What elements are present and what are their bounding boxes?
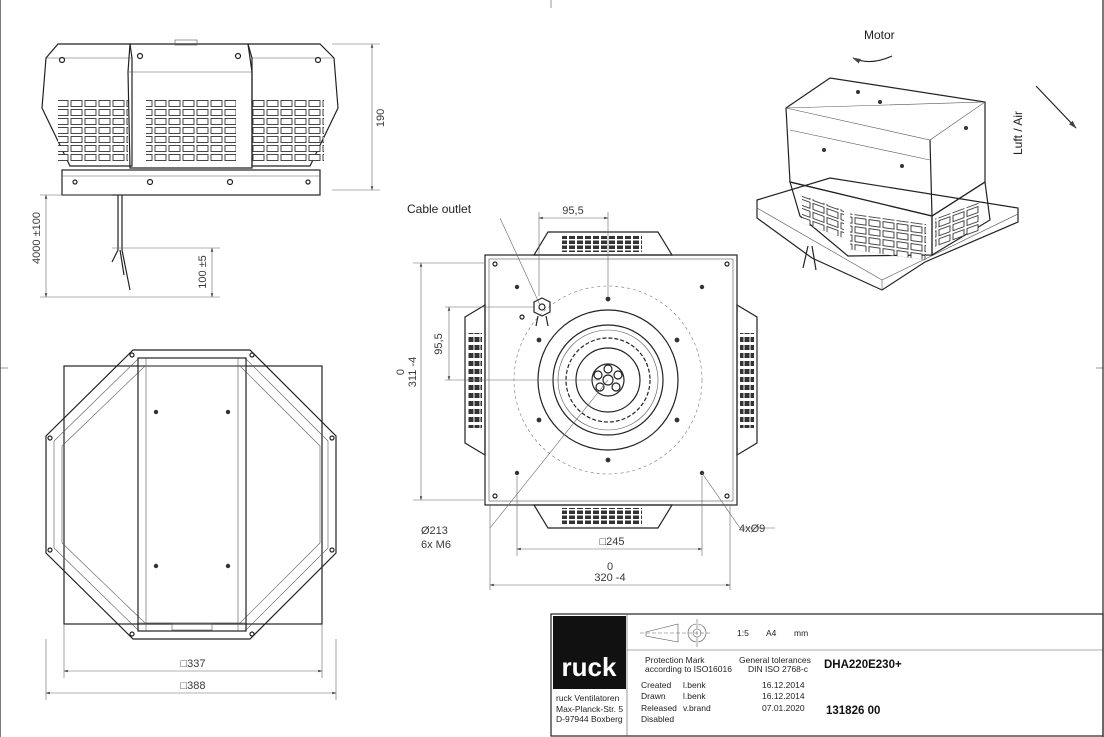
offset-y-dim: 95,5 bbox=[433, 333, 445, 354]
motor-label: Motor bbox=[864, 28, 895, 42]
bottom-view: Cable outlet 95,5 95,5 0 311 -4 Ø213 6x … bbox=[395, 202, 775, 590]
created-by: l.benk bbox=[683, 680, 706, 690]
projection-symbol-icon bbox=[640, 619, 712, 647]
cable-outlet-label: Cable outlet bbox=[407, 202, 472, 216]
height-dim-top: 0 bbox=[395, 369, 407, 375]
air-label: Luft / Air bbox=[1011, 111, 1025, 155]
cable-length-dim: 4000 ±100 bbox=[31, 212, 43, 264]
tolerances-line1: General tolerances bbox=[739, 655, 811, 665]
created-date: 16.12.2014 bbox=[762, 680, 805, 690]
part-number: 131826 00 bbox=[826, 705, 880, 717]
bolt-circle-thread: 6x M6 bbox=[421, 539, 451, 551]
side-height-dim: 190 bbox=[375, 109, 387, 127]
iso-view: Motor Luft / Air bbox=[756, 28, 1077, 291]
top-outer-dim: □388 bbox=[181, 680, 206, 692]
tolerances-line2: DIN ISO 2768-c bbox=[748, 664, 809, 674]
width-dim-top: 0 bbox=[607, 561, 613, 573]
logo-text: ruck bbox=[562, 652, 617, 682]
strip-length-dim: 100 ±5 bbox=[197, 255, 209, 289]
width-dim-bottom: 320 -4 bbox=[594, 572, 625, 584]
drawn-date: 16.12.2014 bbox=[762, 691, 805, 701]
bolt-circle-dim: Ø213 bbox=[421, 525, 448, 537]
side-view: 190 4000 ±100 100 ±5 bbox=[31, 39, 387, 298]
created-label: Created bbox=[641, 680, 672, 690]
company-street: Max-Planck-Str. 5 bbox=[556, 704, 623, 714]
unit: mm bbox=[794, 628, 808, 638]
paper-size: A4 bbox=[766, 628, 777, 638]
offset-x-dim: 95,5 bbox=[562, 205, 583, 217]
drawn-label: Drawn bbox=[641, 691, 666, 701]
scale: 1:5 bbox=[737, 628, 749, 638]
title-block: ruck ruck Ventilatoren Max-Planck-Str. 5… bbox=[550, 613, 1104, 737]
top-view: □337 □388 bbox=[45, 349, 337, 700]
released-label: Released bbox=[641, 703, 677, 713]
top-inner-dim: □337 bbox=[181, 658, 206, 670]
released-date: 07.01.2020 bbox=[762, 703, 805, 713]
disabled-label: Disabled bbox=[641, 714, 674, 724]
part-name: DHA220E230+ bbox=[824, 659, 902, 671]
drawn-by: l.benk bbox=[683, 691, 706, 701]
protection-mark-line1: Protection Mark bbox=[645, 655, 705, 665]
company-city: D-97944 Boxberg bbox=[556, 714, 623, 724]
company-name: ruck Ventilatoren bbox=[556, 693, 620, 703]
holes-dim: 4xØ9 bbox=[739, 523, 765, 535]
height-dim-bottom: 311 -4 bbox=[407, 357, 419, 387]
square-dim: □245 bbox=[600, 536, 625, 548]
protection-mark-line2: according to ISO16016 bbox=[645, 664, 732, 674]
ruck-logo bbox=[553, 616, 626, 689]
released-by: v.brand bbox=[683, 703, 711, 713]
